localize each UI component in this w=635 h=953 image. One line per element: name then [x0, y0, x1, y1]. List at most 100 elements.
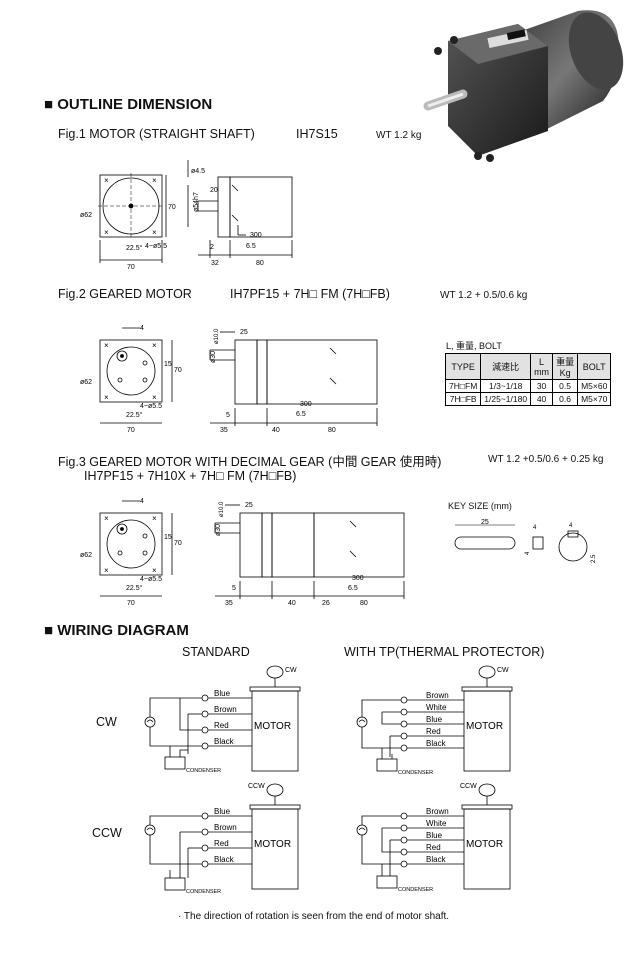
std-ccw-motor: MOTOR [254, 839, 291, 850]
svg-text:×: × [104, 176, 109, 185]
bolt-header-type: TYPE [444, 353, 482, 380]
fig2-dim-d62: ø62 [80, 379, 92, 386]
std-cw-wire-0: Blue [214, 689, 231, 698]
fig1-dim-d80: 80 [256, 260, 264, 267]
fig3-dim-d10: ø10.0 [219, 501, 225, 517]
std-ccw-wire-1: Brown [214, 823, 237, 832]
table-cell: 30 [530, 379, 554, 393]
fig2-dim-fifteen: 15 [164, 361, 172, 368]
fig2-dim-d30: ø30 [210, 351, 217, 363]
wiring-ccw-label: CCW [92, 826, 122, 840]
tp-cw-wire-4: Black [426, 739, 447, 748]
key-l25: 25 [481, 519, 489, 526]
svg-text:×: × [104, 514, 109, 523]
bolt-header-ratio: 減速比 [480, 353, 532, 380]
fig2-dim-w70: 70 [127, 427, 135, 434]
fig3-dim-w70: 70 [127, 600, 135, 607]
fig3-dim-l25: 25 [245, 502, 253, 509]
fig3-dim-l26: 26 [322, 600, 330, 607]
std-ccw-condenser: CONDENSER [186, 889, 221, 895]
fig3-drawing: × × × × 4 15 ø62 70 70 4−ø5.5 22.5° 25 ø… [80, 498, 405, 607]
fig2-dim-d10: ø10.0 [214, 328, 220, 344]
table-cell: 1/3~1/18 [480, 379, 532, 393]
tp-cw-wire-3: Red [426, 727, 441, 736]
fig2-dim-l65: 6.5 [296, 411, 306, 418]
bolt-header-l: L mm [530, 353, 554, 380]
table-cell: 40 [530, 392, 554, 406]
fig1-drawing: × × × × ø62 70 70 4−ø5.5 22.5° 20 ø4.5 ø… [80, 160, 293, 271]
key-h4: 4 [525, 551, 531, 555]
table-cell: 7H□FB [444, 392, 482, 406]
svg-text:×: × [152, 393, 157, 402]
fig3-dim-l300: 300 [352, 575, 364, 582]
std-cw-wires: Blue Brown Red Black [201, 689, 252, 750]
fig2-dim-l5: 5 [226, 412, 230, 419]
fig1-weight: WT 1.2 kg [376, 130, 422, 141]
fig3-title: Fig.3 GEARED MOTOR WITH DECIMAL GEAR (中間… [58, 455, 442, 469]
std-cw-motor: MOTOR [254, 721, 291, 732]
fig1-dim-phi: ø4.5 [191, 168, 205, 175]
fig1-dim-l20: 20 [210, 187, 218, 194]
fig1-dim-w70: 70 [127, 264, 135, 271]
wiring-standard-cw: CW MOTOR Blue Brown Red Black CONDENSER [144, 665, 301, 774]
fig3-dim-ang: 22.5° [126, 584, 143, 592]
fig3-dim-d30: ø30 [215, 524, 222, 536]
svg-text:4: 4 [569, 523, 573, 529]
fig2-drawing: × × × × 4 15 ø62 70 70 4−ø5.5 22.5° 25 ø… [80, 325, 378, 434]
tp-ccw-wire-3: Red [426, 843, 441, 852]
bolt-header-bolt: BOLT [577, 353, 612, 380]
bolt-header-weight: 重量 Kg [552, 353, 579, 380]
svg-text:×: × [152, 566, 157, 575]
tp-cw-condenser: CONDENSER [398, 770, 433, 776]
svg-text:×: × [152, 341, 157, 350]
std-ccw-wire-3: Black [214, 855, 235, 864]
bolt-table-caption: L, 重量, BOLT [446, 341, 502, 351]
std-cw-condenser: CONDENSER [186, 768, 221, 774]
table-cell: 1/25~1/180 [480, 392, 532, 406]
fig2-dim-l35: 35 [220, 427, 228, 434]
svg-text:×: × [152, 176, 157, 185]
tp-ccw-wire-1: White [426, 819, 447, 828]
std-cw-wire-2: Red [214, 721, 229, 730]
fig1-dim-ang: 22.5° [126, 244, 143, 252]
table-row: 7H□FM 1/3~1/18 30 0.5 M5×60 [444, 379, 612, 393]
svg-text:×: × [104, 228, 109, 237]
fig3-dim-l65: 6.5 [348, 585, 358, 592]
tp-ccw-condenser: CONDENSER [398, 887, 433, 893]
fig1-dim-shaft: ø54h7 [193, 192, 200, 212]
table-cell: M5×60 [577, 379, 612, 393]
key-w4: 4 [533, 525, 537, 531]
svg-text:×: × [152, 514, 157, 523]
fig2-dim-four: 4 [140, 325, 144, 332]
fig2-weight: WT 1.2 + 0.5/0.6 kg [440, 290, 528, 301]
fig2-dim-l25: 25 [240, 329, 248, 336]
fig1-dim-l65: 6.5 [246, 243, 256, 250]
fig2-model: IH7PF15 + 7H□ FM (7H□FB) [230, 287, 390, 301]
tp-cw-dir: CW [497, 667, 509, 674]
outline-heading: ■ OUTLINE DIMENSION [44, 96, 213, 113]
table-cell: 0.6 [552, 392, 579, 406]
table-cell: M5×70 [577, 392, 612, 406]
fig3-dim-l40: 40 [288, 600, 296, 607]
fig3-model: IH7PF15 + 7H10X + 7H□ FM (7H□FB) [84, 469, 297, 483]
svg-text:×: × [104, 566, 109, 575]
key-d25: 2.5 [591, 554, 597, 563]
key-size-title: KEY SIZE (mm) [448, 501, 512, 511]
fig1-dim-l300: 300 [250, 232, 262, 239]
std-cw-dir: CW [285, 667, 297, 674]
fig1-dim-bolt: 4−ø5.5 [145, 243, 167, 250]
table-row: 7H□FB 1/25~1/180 40 0.6 M5×70 [444, 392, 612, 406]
fig1-model: IH7S15 [296, 127, 338, 141]
fig1-dim-d32: 32 [211, 260, 219, 267]
fig3-dim-bolt: 4−ø5.5 [140, 576, 162, 583]
fig3-weight: WT 1.2 +0.5/0.6 + 0.25 kg [488, 454, 604, 465]
std-ccw-dir: CCW [248, 783, 265, 790]
fig3-dim-l5: 5 [232, 585, 236, 592]
tp-cw-wire-1: White [426, 703, 447, 712]
table-cell: 7H□FM [444, 379, 482, 393]
tp-ccw-wire-4: Black [426, 855, 447, 864]
fig2-dim-ang: 22.5° [126, 411, 143, 419]
fig1-dim-h70: 70 [168, 204, 176, 211]
fig2-dim-h70: 70 [174, 367, 182, 374]
tp-cw-wire-2: Blue [426, 715, 443, 724]
